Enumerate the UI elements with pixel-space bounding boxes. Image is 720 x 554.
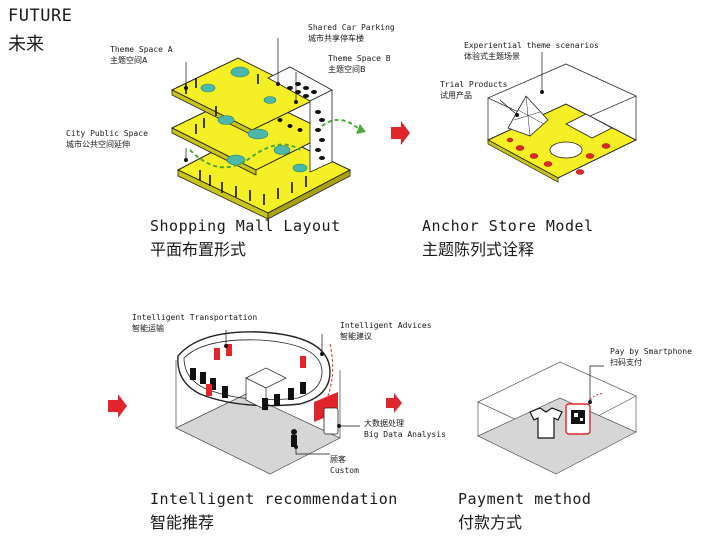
- panel-title-payment-method: Payment method: [458, 490, 592, 508]
- panel-subtitle-anchor-store: 主题陈列式诠释: [422, 240, 535, 259]
- panel-title-mall-layout: Shopping Mall Layout: [150, 217, 341, 235]
- panel-subtitle-payment-method: 付款方式: [458, 513, 523, 532]
- panel-subtitle-mall-layout: 平面布置形式: [150, 240, 247, 259]
- page-title-en: FUTURE: [8, 6, 73, 26]
- page-title-zh: 未来: [8, 34, 44, 55]
- panel-title-intelligent-recommendation: Intelligent recommendation: [150, 490, 398, 508]
- panel-title-anchor-store: Anchor Store Model: [422, 217, 594, 235]
- panel-subtitle-intelligent-recommendation: 智能推荐: [150, 513, 215, 532]
